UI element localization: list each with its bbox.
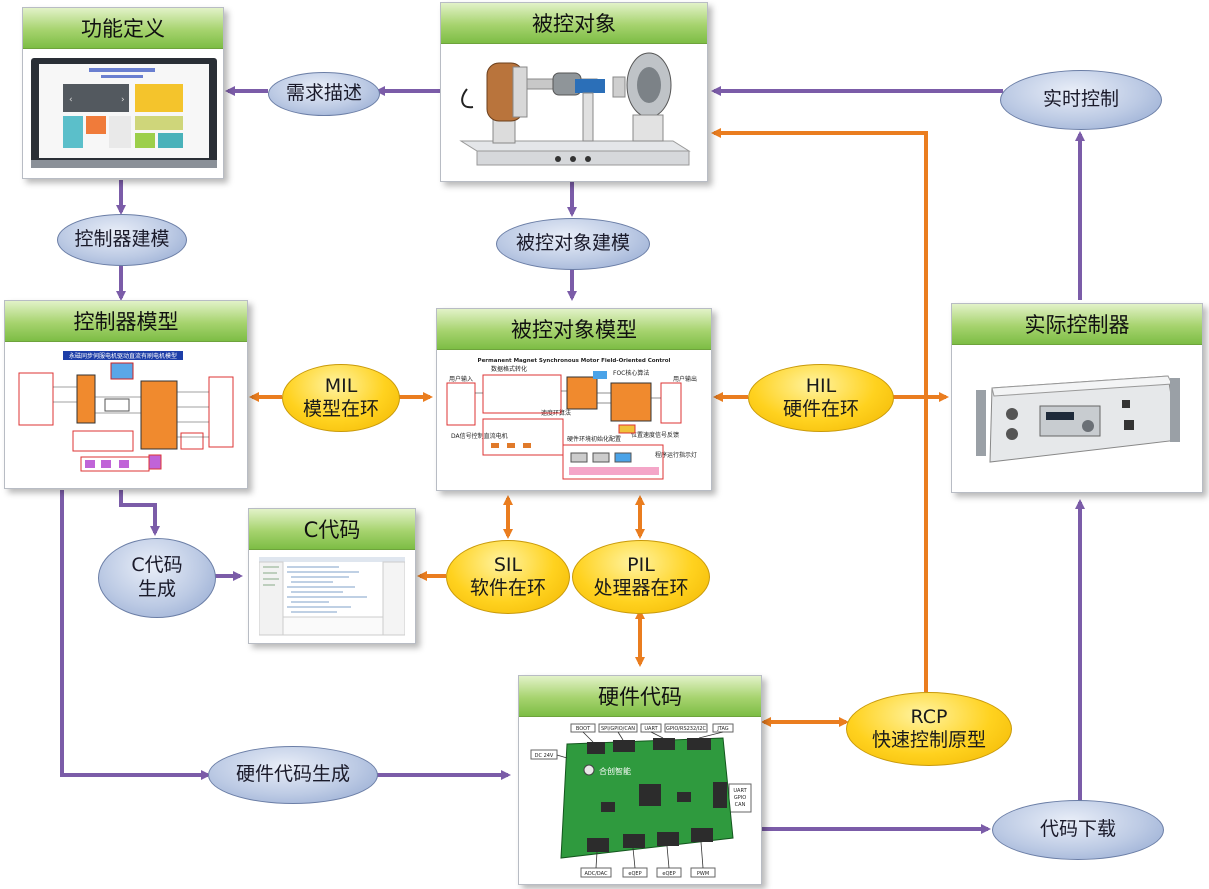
board-label-adc: ADC/DAC <box>584 871 608 877</box>
realtime-control-label: 实时控制 <box>1042 88 1119 111</box>
board-label-dc: DC 24V <box>535 753 554 759</box>
arrow-ctrlmodel-to-hwgen <box>60 490 211 780</box>
label-pos-feedback: 位置速度信号反馈 <box>631 431 679 439</box>
controller-simulink-diagram: 永磁同步伺服电机驱动直流有刷电机模型 <box>18 351 234 472</box>
code-editor-screenshot <box>259 557 405 636</box>
requirement-description-oval: 需求描述 <box>268 72 380 116</box>
pil-oval: PIL 处理器在环 <box>572 540 710 614</box>
c-code-generation-line1: C代码 <box>131 554 183 577</box>
svg-text:‹: ‹ <box>69 95 73 105</box>
board-label-pwm: PWM <box>697 871 709 877</box>
sil-name: 软件在环 <box>469 577 546 599</box>
function-definition-card: 功能定义 ‹ › <box>22 7 224 179</box>
plant-model-heading: Permanent Magnet Synchronous Motor Field… <box>478 358 671 364</box>
requirement-description-label: 需求描述 <box>285 82 362 105</box>
controller-model-title: 控制器模型 <box>5 301 247 342</box>
label-user-input: 用户输入 <box>449 375 473 383</box>
board-label-side-uart: UART <box>733 788 747 794</box>
sil-oval: SIL 软件在环 <box>446 540 570 614</box>
board-logo-text: 合创智能 <box>599 766 631 776</box>
arrow-rcp-plant <box>711 128 928 692</box>
board-label-uart: UART <box>644 726 658 732</box>
board-label-gpio: GPIO/RS232/I2C <box>666 726 707 732</box>
label-hw-init: 硬件环境初始化配置 <box>567 435 621 443</box>
pcb-board-image: BOOT SPI/GPIO/CAN UART GPIO/RS232/I2C JT… <box>530 723 752 878</box>
c-code-title: C代码 <box>249 509 415 550</box>
plant-title: 被控对象 <box>441 3 707 44</box>
monitor-illustration: ‹ › <box>31 58 217 168</box>
label-run-led: 程序运行指示灯 <box>655 451 697 459</box>
real-controller-card: 实际控制器 <box>951 303 1203 493</box>
arrow-ctrlmodel-to-cgen <box>119 490 160 536</box>
code-download-oval: 代码下载 <box>992 800 1164 860</box>
board-label-boot: BOOT <box>576 726 591 732</box>
hil-abbr: HIL <box>805 375 837 398</box>
mil-name: 模型在环 <box>302 398 379 420</box>
plant-model-title: 被控对象模型 <box>437 309 711 350</box>
code-download-label: 代码下载 <box>1039 818 1116 841</box>
label-data-format: 数据格式转化 <box>491 365 527 373</box>
function-definition-title: 功能定义 <box>23 8 223 49</box>
board-label-side-can: CAN <box>735 802 746 808</box>
plant-modeling-label: 被控对象建模 <box>515 232 630 255</box>
hil-name: 硬件在环 <box>782 398 859 420</box>
pil-name: 处理器在环 <box>593 577 689 599</box>
real-controller-title: 实际控制器 <box>952 304 1202 345</box>
board-label-side-gpio: GPIO <box>734 795 746 801</box>
label-da-control: DA信号控制直流电机 <box>451 432 508 440</box>
sil-abbr: SIL <box>493 554 523 577</box>
label-user-output: 用户输出 <box>673 375 697 383</box>
plant-modeling-oval: 被控对象建模 <box>496 218 650 270</box>
controller-modeling-oval: 控制器建模 <box>57 214 187 266</box>
hil-oval: HIL 硬件在环 <box>748 364 894 432</box>
svg-text:›: › <box>121 95 125 105</box>
c-code-generation-oval: C代码 生成 <box>98 538 216 618</box>
hardware-code-card: 硬件代码 BOOT SPI/GPIO/CAN UART GPIO/RS232/I… <box>518 675 762 885</box>
c-code-card: C代码 <box>248 508 416 644</box>
board-label-jtag: JTAG <box>716 726 728 732</box>
hardware-code-generation-oval: 硬件代码生成 <box>208 746 378 804</box>
controller-model-card: 控制器模型 永磁同步伺服电机驱动直流有刷电机模型 <box>4 300 248 489</box>
rcp-abbr: RCP <box>910 706 948 729</box>
hardware-code-title: 硬件代码 <box>519 676 761 717</box>
hardware-code-generation-label: 硬件代码生成 <box>235 763 350 786</box>
plant-model-card: 被控对象模型 Permanent Magnet Synchronous Moto… <box>436 308 712 491</box>
board-label-spi: SPI/GPIO/CAN <box>601 726 635 732</box>
mil-oval: MIL 模型在环 <box>282 364 400 432</box>
motor-test-bench-image <box>459 52 691 166</box>
board-label-eqep1: eQEP <box>628 871 641 877</box>
rcp-oval: RCP 快速控制原型 <box>846 692 1012 766</box>
controller-model-heading: 永磁同步伺服电机驱动直流有刷电机模型 <box>69 352 177 360</box>
controller-modeling-label: 控制器建模 <box>74 228 170 251</box>
pil-abbr: PIL <box>627 554 655 577</box>
rcp-name: 快速控制原型 <box>871 729 986 751</box>
plant-card: 被控对象 <box>440 2 708 182</box>
mil-abbr: MIL <box>324 375 358 398</box>
plant-simulink-diagram: Permanent Magnet Synchronous Motor Field… <box>446 358 697 480</box>
realtime-control-oval: 实时控制 <box>1000 70 1162 130</box>
board-label-eqep2: eQEP <box>662 871 675 877</box>
label-foc: FOC核心算法 <box>613 369 649 377</box>
c-code-generation-line2: 生成 <box>137 578 176 600</box>
controller-hardware-image <box>976 375 1180 463</box>
